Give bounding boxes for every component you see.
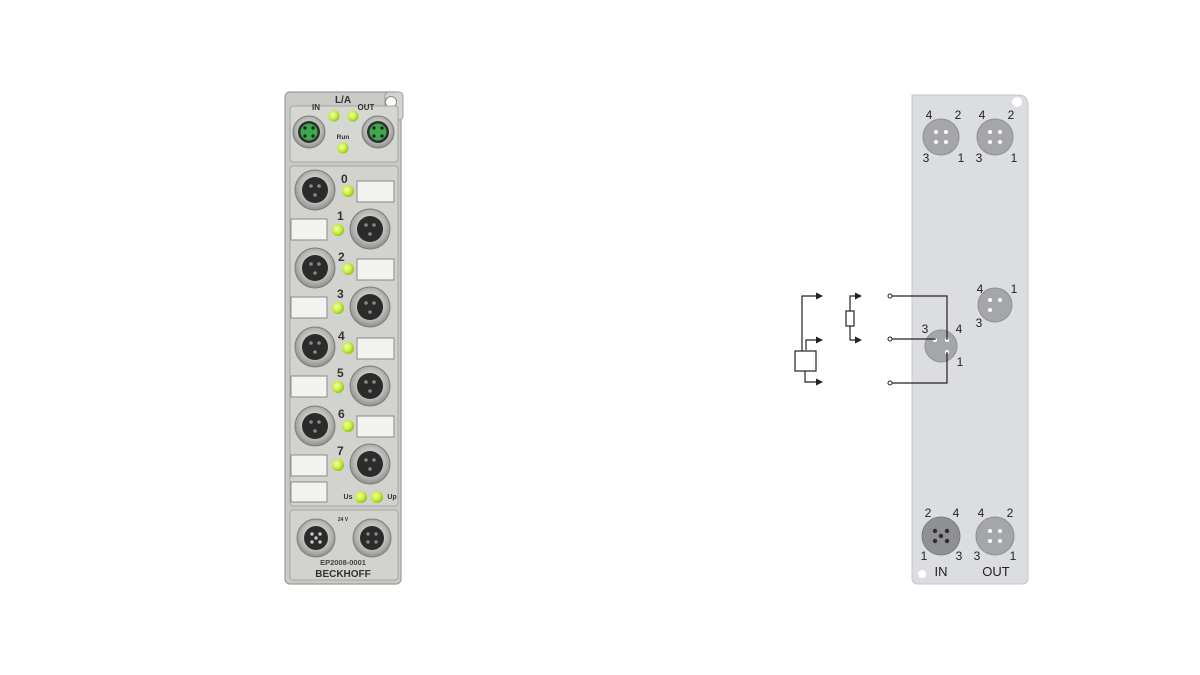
- ethercat-in-port[interactable]: [292, 115, 326, 149]
- svg-text:2: 2: [1008, 108, 1015, 122]
- label-field: [356, 180, 395, 203]
- diagram-io-connector: 3 4 1: [922, 322, 964, 369]
- led-la-out: [347, 110, 359, 122]
- svg-text:4: 4: [926, 108, 933, 122]
- wiring-lines: [891, 295, 948, 384]
- channel-7: 7: [290, 443, 391, 485]
- sensor-symbols: [794, 295, 858, 383]
- brand-logo: BECKHOFF: [315, 569, 371, 580]
- diagram-port-out: 4 2 3 1 OUT: [974, 506, 1017, 579]
- channel-number: 7: [337, 444, 344, 458]
- svg-text:1: 1: [1011, 282, 1018, 296]
- channel-number: 2: [338, 250, 345, 264]
- svg-text:4: 4: [977, 282, 984, 296]
- led-up: [371, 491, 383, 503]
- diagram-label-out: OUT: [982, 564, 1010, 579]
- channel-led: [342, 185, 354, 197]
- power-in-port[interactable]: [296, 518, 336, 558]
- label-field: [290, 454, 328, 477]
- diagram-port-in: 2 4 1 3 IN: [921, 506, 963, 579]
- svg-text:3: 3: [976, 151, 983, 165]
- channel-led: [342, 420, 354, 432]
- channel-led: [332, 381, 344, 393]
- led-us: [355, 491, 367, 503]
- svg-text:1: 1: [957, 355, 964, 369]
- svg-text:1: 1: [921, 549, 928, 563]
- power-out-port[interactable]: [352, 518, 392, 558]
- channel-1: 1: [290, 208, 391, 250]
- channel-5: 5: [290, 365, 391, 407]
- channel-led: [342, 263, 354, 275]
- label-la: L/A: [335, 95, 351, 106]
- label-24v: 24 V: [338, 517, 349, 523]
- svg-text:1: 1: [958, 151, 965, 165]
- svg-text:2: 2: [955, 108, 962, 122]
- svg-text:2: 2: [1007, 506, 1014, 520]
- diagram-port-top-left: 4 2 3 1: [922, 108, 965, 165]
- svg-text:4: 4: [979, 108, 986, 122]
- arrowheads: [816, 292, 862, 386]
- channel-led: [332, 459, 344, 471]
- svg-text:3: 3: [922, 322, 929, 336]
- svg-text:1: 1: [1010, 549, 1017, 563]
- label-field-extra: [290, 481, 328, 503]
- svg-text:4: 4: [956, 322, 963, 336]
- terminal-bottom: [887, 380, 893, 386]
- channel-2: 2: [294, 247, 395, 289]
- channel-led: [332, 302, 344, 314]
- diagram-port-side: 4 1 3: [976, 282, 1018, 330]
- label-in: IN: [312, 103, 320, 112]
- io-module-photo: IN L/A OUT Run 0: [284, 91, 404, 585]
- label-field: [356, 258, 395, 281]
- label-out: OUT: [358, 103, 375, 112]
- svg-text:4: 4: [978, 506, 985, 520]
- channel-3: 3: [290, 286, 391, 328]
- svg-text:3: 3: [974, 549, 981, 563]
- led-la-in: [328, 110, 340, 122]
- diagram-mounting-hole-bottom: [918, 570, 926, 578]
- label-field: [356, 415, 395, 438]
- connection-diagram: 4 2 3 1 4 2 3 1 4 1 3 3 4: [794, 94, 1029, 585]
- channel-number: 6: [338, 407, 345, 421]
- terminal-mid: [887, 336, 893, 342]
- ethercat-out-port[interactable]: [361, 115, 395, 149]
- channel-4: 4: [294, 326, 395, 368]
- label-field: [290, 218, 328, 241]
- led-run: [337, 142, 349, 154]
- diagram-mounting-hole: [1012, 97, 1022, 107]
- label-field: [290, 296, 328, 319]
- diagram-port-top-right: 4 2 3 1: [976, 108, 1018, 165]
- svg-text:3: 3: [923, 151, 930, 165]
- channel-number: 0: [341, 172, 348, 186]
- label-us: Us: [344, 494, 353, 501]
- channel-led: [342, 342, 354, 354]
- terminal-top: [887, 293, 893, 299]
- channel-number: 5: [337, 366, 344, 380]
- svg-text:2: 2: [925, 506, 932, 520]
- label-field: [290, 375, 328, 398]
- svg-text:3: 3: [976, 316, 983, 330]
- model-number: EP2008-0001: [320, 558, 366, 567]
- channel-6: 6: [294, 405, 395, 447]
- channel-0: 0: [294, 169, 395, 211]
- svg-text:4: 4: [953, 506, 960, 520]
- diagram-housing: [911, 94, 1029, 585]
- diagram-label-in: IN: [935, 564, 948, 579]
- channel-led: [332, 224, 344, 236]
- svg-text:1: 1: [1011, 151, 1018, 165]
- label-run: Run: [337, 134, 350, 141]
- channel-number: 1: [337, 209, 344, 223]
- svg-text:3: 3: [956, 549, 963, 563]
- label-field: [356, 337, 395, 360]
- label-up: Up: [387, 494, 396, 501]
- channel-number: 4: [338, 329, 345, 343]
- channel-number: 3: [337, 287, 344, 301]
